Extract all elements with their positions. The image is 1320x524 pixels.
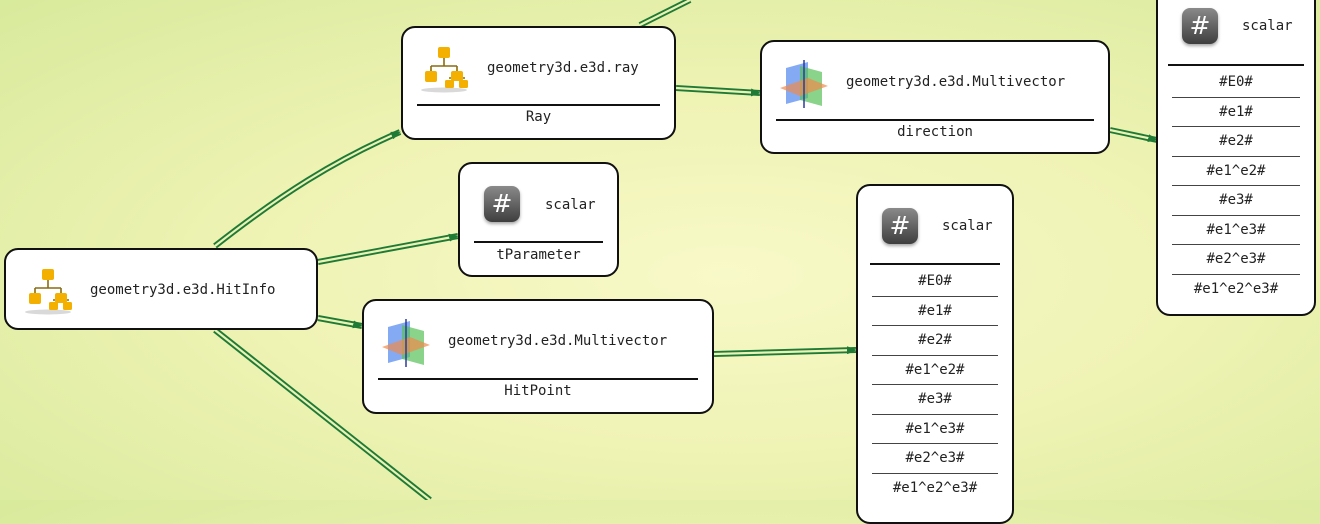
node-title: geometry3d.e3d.ray <box>487 60 639 76</box>
node-hitpoint[interactable]: geometry3d.e3d.Multivector HitPoint <box>362 299 714 414</box>
node-title: scalar <box>545 197 596 213</box>
node-label: HitPoint <box>504 383 572 399</box>
list-item: #e2^e3# <box>872 444 998 474</box>
list-item: #e1# <box>1172 98 1300 127</box>
edge-hitinfo-ray <box>213 129 402 249</box>
node-ray[interactable]: geometry3d.e3d.ray Ray <box>401 26 676 140</box>
edge-direction-scalar-top <box>1109 127 1158 143</box>
list-item: #e2# <box>872 326 998 356</box>
multivector-axes-icon <box>780 60 828 108</box>
node-direction[interactable]: geometry3d.e3d.Multivector direction <box>760 40 1110 154</box>
list-item: #e3# <box>1172 186 1300 216</box>
multivector-axes-icon <box>382 319 430 367</box>
list-item: #e1^e3# <box>1172 216 1300 245</box>
edge-hitinfo-tparameter <box>317 233 459 265</box>
node-title: scalar <box>1242 18 1293 34</box>
hierarchy-icon <box>421 47 468 93</box>
node-tparameter[interactable]: # scalar tParameter <box>458 162 619 277</box>
list-item: #E0# <box>1172 68 1300 98</box>
component-list: #E0# #e1# #e2# #e1^e2# #e3# #e1^e3# #e2^… <box>872 267 998 503</box>
node-separator <box>870 263 1000 265</box>
list-item: #E0# <box>872 267 998 297</box>
edge-hitinfo-offscreen <box>213 327 432 500</box>
list-item: #e1^e3# <box>872 415 998 444</box>
node-separator <box>378 378 698 380</box>
list-item: #e3# <box>872 385 998 415</box>
list-item: #e1^e2# <box>1172 157 1300 186</box>
list-item: #e2^e3# <box>1172 245 1300 275</box>
node-separator <box>417 104 660 106</box>
component-list: #E0# #e1# #e2# #e1^e2# #e3# #e1^e3# #e2^… <box>1172 68 1300 304</box>
node-hitinfo[interactable]: geometry3d.e3d.HitInfo <box>4 248 318 330</box>
node-scalar-top[interactable]: # scalar #E0# #e1# #e2# #e1^e2# #e3# #e1… <box>1156 0 1316 316</box>
node-separator <box>1168 64 1304 66</box>
edge-hitpoint-scalar-mid <box>713 346 857 357</box>
node-title: geometry3d.e3d.HitInfo <box>90 282 276 298</box>
node-label: direction <box>897 124 973 140</box>
hierarchy-icon <box>25 269 72 315</box>
edge-ray-direction <box>675 85 761 97</box>
hash-icon: # <box>484 186 520 222</box>
node-title: scalar <box>942 218 993 234</box>
list-item: #e2# <box>1172 127 1300 157</box>
edge-ray-offscreen <box>638 0 692 28</box>
edges-layer <box>213 0 1158 500</box>
list-item: #e1^e2# <box>872 356 998 385</box>
list-item: #e1^e2^e3# <box>892 479 978 496</box>
node-title: geometry3d.e3d.Multivector <box>846 74 1066 90</box>
node-separator <box>474 241 603 243</box>
node-label: tParameter <box>496 247 581 263</box>
list-item: #e1^e2^e3# <box>1193 280 1279 297</box>
node-label: Ray <box>525 109 552 125</box>
node-separator <box>776 119 1094 121</box>
list-item: #e1# <box>872 297 998 326</box>
edge-hitinfo-hitpoint <box>317 315 363 329</box>
hash-icon: # <box>882 208 918 244</box>
node-title: geometry3d.e3d.Multivector <box>448 333 668 349</box>
hash-icon: # <box>1182 8 1218 44</box>
node-scalar-mid[interactable]: # scalar #E0# #e1# #e2# #e1^e2# #e3# #e1… <box>856 184 1014 524</box>
